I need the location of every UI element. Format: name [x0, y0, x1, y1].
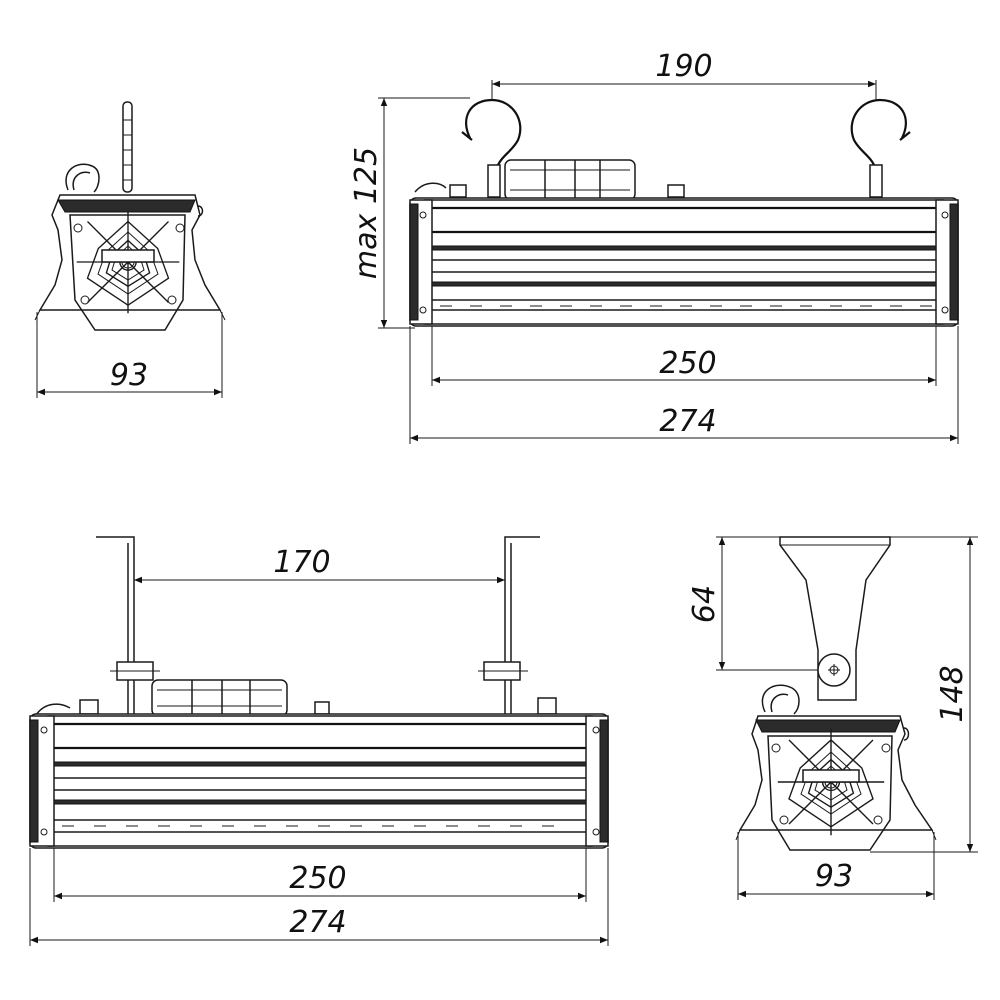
dim-label-max125: max 125	[349, 147, 384, 279]
mount-bracket	[779, 536, 891, 701]
front-view-hooks	[409, 98, 959, 327]
dim-total-length-top: 274	[409, 326, 959, 444]
dim-label-250-bottom: 250	[289, 861, 346, 896]
right-hook-stem	[869, 164, 883, 198]
logo-plate	[802, 769, 860, 783]
dim-label-190: 190	[655, 49, 712, 84]
side-view-bracket	[735, 536, 937, 851]
dim-hook-spacing: 190	[491, 49, 877, 100]
dim-inner-length-bottom: 250	[53, 848, 587, 902]
dim-label-170: 170	[273, 545, 330, 580]
dim-bracket-spacing: 170	[134, 545, 505, 584]
dim-label-250-top: 250	[659, 346, 716, 381]
dim-label-148: 148	[935, 665, 970, 722]
logo-plate	[101, 249, 155, 263]
dim-max-height: max 125	[349, 97, 470, 329]
gland-right	[537, 697, 557, 715]
dim-width-bottom: 93	[737, 832, 935, 900]
profile-inner	[424, 199, 944, 325]
front-view-brackets	[29, 536, 609, 849]
dim-total-length-bottom: 274	[29, 848, 609, 946]
dim-label-64: 64	[687, 585, 722, 623]
gland-mid	[314, 701, 330, 715]
driver-box	[504, 159, 636, 201]
profile-inner	[47, 715, 593, 847]
gland-right	[667, 184, 685, 198]
dim-label-274-bottom: 274	[289, 905, 346, 940]
left-hook	[465, 98, 522, 171]
dim-inner-length-top: 250	[431, 326, 937, 386]
hook-rod	[122, 101, 133, 193]
dim-label-93-top: 93	[110, 358, 148, 393]
right-hook	[850, 98, 907, 171]
dim-label-93-bottom: 93	[815, 859, 853, 894]
dim-bracket-height: 64	[687, 536, 818, 671]
gland-left	[449, 184, 467, 198]
gland-left	[79, 699, 99, 715]
dim-width-top: 93	[36, 312, 223, 398]
dim-label-274-top: 274	[659, 404, 716, 439]
left-hook-stem	[487, 164, 501, 198]
left-bracket	[96, 536, 135, 715]
dim-total-height: 148	[870, 536, 978, 853]
right-bracket	[504, 536, 540, 715]
driver-box	[151, 679, 288, 717]
side-view-hook	[34, 101, 226, 331]
